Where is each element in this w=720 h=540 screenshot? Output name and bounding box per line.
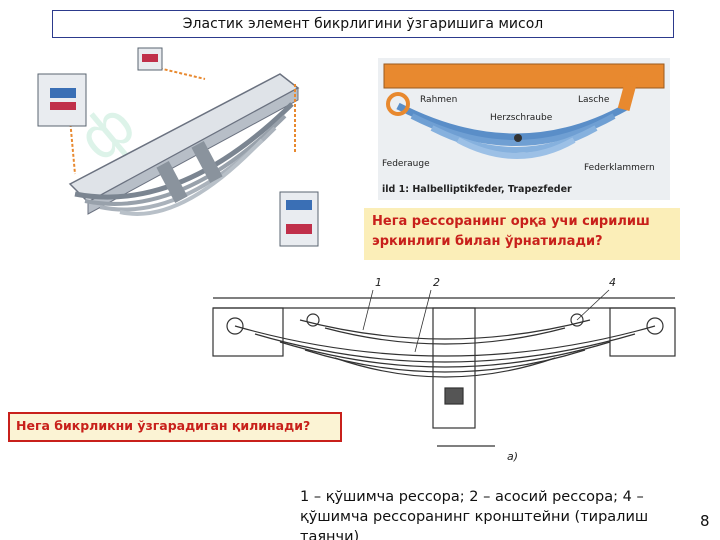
label-federklammern: Federklammern <box>584 163 655 173</box>
question-box-2: Нега бикрликни ўзгарадиган қилинади? <box>8 412 342 442</box>
detail-inset-left <box>37 73 87 127</box>
drawing-label-4: 4 <box>609 276 616 289</box>
drawing-label-1: 1 <box>375 276 382 289</box>
semi-elliptic-spring-figure: Rahmen Lasche Herzschraube Federauge Fed… <box>378 58 670 200</box>
page-number: 8 <box>700 512 710 530</box>
detail-inset-right <box>279 191 319 247</box>
spring-eye-left <box>386 92 410 116</box>
figure-caption: 1 – қўшимча рессора; 2 – асосий рессора;… <box>300 489 649 540</box>
leaf-spring-3d-illustration: ф <box>37 47 319 247</box>
figure-photo-caption: ild 1: Halbelliptikfeder, Trapezfeder <box>382 184 572 195</box>
shackle <box>617 75 639 111</box>
question-box-1: Нега рессоранинг орқа учи сирилиш эркинл… <box>364 208 680 260</box>
label-rahmen: Rahmen <box>420 95 457 105</box>
center-bolt <box>514 134 522 142</box>
label-federauge: Federauge <box>382 159 430 169</box>
label-herzschraube: Herzschraube <box>490 113 553 123</box>
frame-rail <box>383 63 665 89</box>
slide-title: Эластик элемент бикрлигини ўзгаришига ми… <box>52 10 674 38</box>
drawing-variant-label: а) <box>507 450 518 463</box>
drawing-label-2: 2 <box>433 276 440 289</box>
label-lasche: Lasche <box>578 95 610 105</box>
spring-technical-drawing: 1 2 4 а) <box>212 276 676 463</box>
detail-inset-top <box>137 47 163 71</box>
